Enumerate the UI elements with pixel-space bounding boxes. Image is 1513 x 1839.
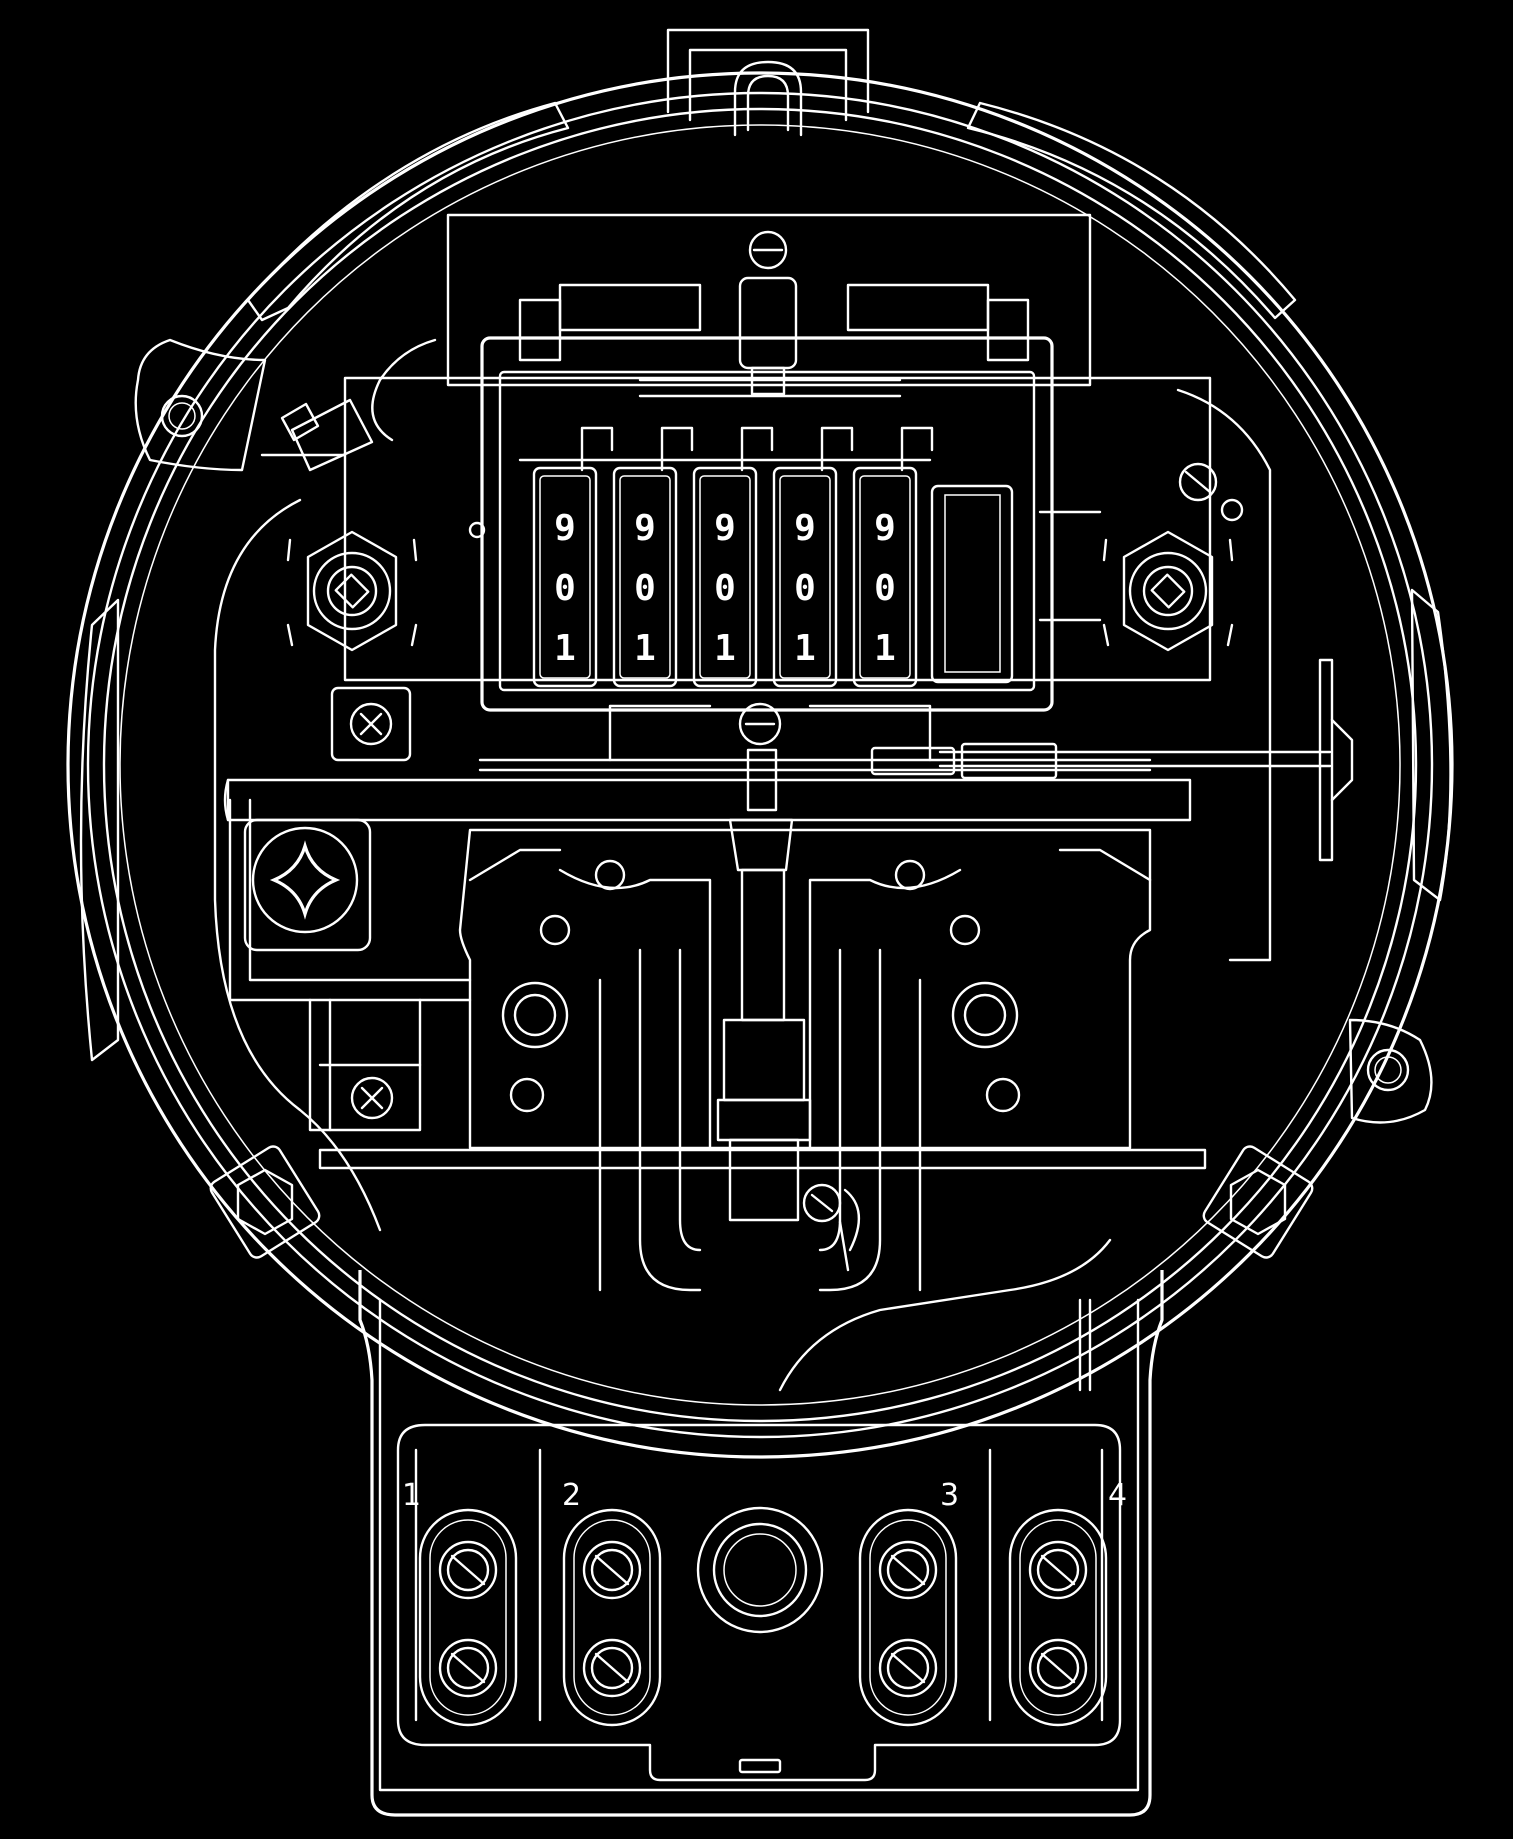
counter-digit-bottom: 1 xyxy=(794,628,816,669)
counter-digit-bottom: 1 xyxy=(554,628,576,669)
counter-digit-top: 9 xyxy=(634,508,656,549)
counter-wheel-2: 9 0 1 xyxy=(612,466,678,688)
counter-digit-middle: 0 xyxy=(874,568,896,609)
counter-wheel-1: 9 0 1 xyxy=(532,466,598,688)
top-left-cable xyxy=(213,338,437,1232)
counter-digit-top: 9 xyxy=(794,508,816,549)
left-bracket xyxy=(228,798,472,1132)
terminal-3: 3 xyxy=(858,1478,959,1727)
center-plug xyxy=(696,1506,824,1634)
left-mid-screw xyxy=(330,686,412,762)
counter-digit-top: 9 xyxy=(554,508,576,549)
counter-digit-top: 9 xyxy=(714,508,736,549)
counter-digit-middle: 0 xyxy=(794,568,816,609)
right-lower-bolt xyxy=(1202,1145,1314,1259)
left-adjustment-screw xyxy=(286,530,418,652)
counter-digit-bottom: 1 xyxy=(874,628,896,669)
terminal-4: 4 xyxy=(1008,1478,1127,1727)
counter-digit-middle: 0 xyxy=(634,568,656,609)
terminal-label-2: 2 xyxy=(562,1478,581,1513)
drive-mechanism xyxy=(223,658,1354,1292)
terminal-label-4: 4 xyxy=(1108,1478,1127,1513)
counter-wheel-4: 9 0 1 xyxy=(772,466,838,688)
counter-digit-bottom: 1 xyxy=(634,628,656,669)
left-lower-bolt xyxy=(209,1145,321,1259)
right-adjustment-screw xyxy=(1102,530,1234,652)
terminal-block: 1 2 3 xyxy=(396,1423,1127,1782)
terminal-1: 1 xyxy=(402,1478,518,1727)
meter-housing xyxy=(66,28,1454,1817)
bottom-center-thumbscrew xyxy=(802,1183,861,1272)
register-frame xyxy=(260,213,1272,962)
terminal-label-3: 3 xyxy=(940,1478,959,1513)
counter-register: 9 0 1 9 0 1 9 0 1 9 0 1 9 xyxy=(518,426,1102,688)
counter-digit-bottom: 1 xyxy=(714,628,736,669)
counter-digit-top: 9 xyxy=(874,508,896,549)
terminal-label-1: 1 xyxy=(402,1478,421,1513)
counter-digit-middle: 0 xyxy=(714,568,736,609)
counter-wheel-5: 9 0 1 xyxy=(852,466,918,688)
terminal-2: 2 xyxy=(562,1478,662,1727)
counter-wheel-3: 9 0 1 xyxy=(692,466,758,688)
counter-digit-middle: 0 xyxy=(554,568,576,609)
